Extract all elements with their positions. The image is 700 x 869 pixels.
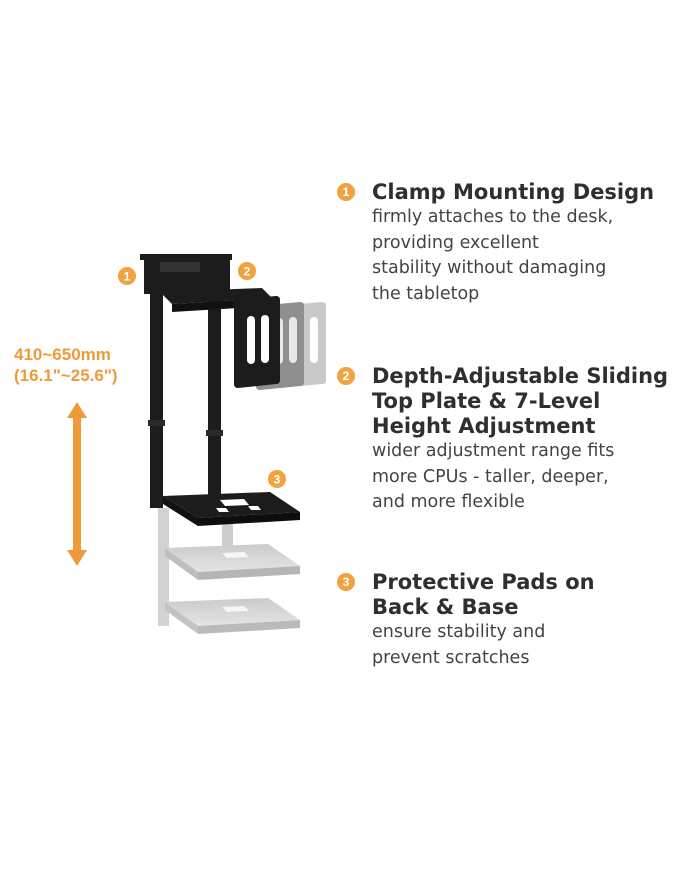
double-arrow-icon: [67, 402, 87, 566]
ghost-shelves: [158, 508, 300, 634]
feature-title: Top Plate & 7-Level: [372, 389, 601, 413]
desk-mount-frame: [140, 254, 300, 526]
feature-desc-line: providing excellent: [372, 232, 539, 253]
number-badge-icon: 3: [337, 573, 355, 591]
feature-desc-line: stability without damaging: [372, 258, 607, 278]
callout-badges: 1 2 3: [118, 262, 286, 488]
feature-title: Depth-Adjustable Sliding: [372, 364, 669, 388]
feature-desc-line: prevent scratches: [372, 647, 530, 668]
feature-title: Protective Pads on: [372, 570, 595, 594]
feature-title: Clamp Mounting Design: [372, 180, 655, 204]
feature-title: Height Adjustment: [372, 414, 596, 438]
feature-depth-height-adjustment: 2 Depth-Adjustable Sliding Top Plate & 7…: [337, 364, 668, 516]
callout-1: 1: [124, 270, 131, 284]
feature-desc-line: ensure stability and: [372, 622, 546, 642]
feature-desc-line: and more flexible: [372, 492, 525, 512]
feature-desc-line: more CPUs - taller, deeper,: [372, 466, 609, 487]
feature-title: Back & Base: [372, 595, 519, 619]
height-range-label: 410~650mm (16.1"~25.6"): [14, 344, 118, 386]
feature-clamp-mounting: 1 Clamp Mounting Design firmly attaches …: [337, 180, 654, 307]
feature-desc-line: the tabletop: [372, 283, 480, 304]
height-range-inches: (16.1"~25.6"): [14, 366, 118, 385]
number-badge-icon: 1: [337, 183, 355, 201]
number-badge-icon: 2: [337, 367, 355, 385]
feature-desc-line: wider adjustment range fits: [372, 441, 615, 461]
callout-3: 3: [274, 473, 281, 487]
callout-2: 2: [244, 265, 251, 279]
height-range-mm: 410~650mm: [14, 345, 111, 364]
feature-desc-line: firmly attaches to the desk,: [372, 207, 614, 227]
feature-protective-pads: 3 Protective Pads on Back & Base ensure …: [337, 570, 595, 671]
